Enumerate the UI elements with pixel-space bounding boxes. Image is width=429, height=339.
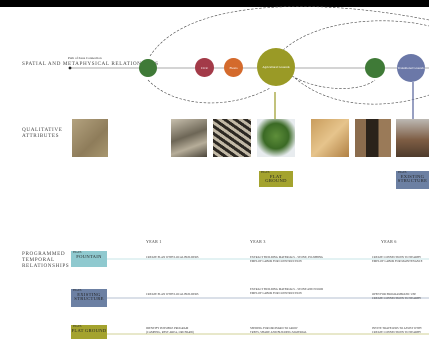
note-flat-y1: IDENTIFY POSSIBLE PROGRAM(CAMPING, REST …	[146, 326, 194, 334]
row-tag-flat-sub: FIG.ES	[73, 325, 82, 328]
tag-existing-title: EXISTING STRUCTURE	[397, 174, 428, 183]
photo-structure-ruin	[396, 119, 429, 157]
node-green-2	[365, 58, 385, 78]
year-label-6: YEAR 6	[381, 239, 397, 244]
row-tag-existing-title: EXISTING STRUCTURE	[74, 292, 104, 301]
note-fountain-y1: CREATE PLAN WITH LOCAL BUILDERS	[146, 255, 199, 259]
row-tag-fountain-sub: FIG.ES	[73, 251, 82, 254]
axis-start-label: Path of Zeus Connection	[68, 56, 102, 60]
arc-2	[279, 20, 429, 54]
node-agricultural-grounds: Agricultural Grounds	[257, 48, 295, 86]
tag-existing-sub: FIG.ES	[398, 171, 407, 174]
tag-flat-ground-title: FLAT GROUND	[265, 174, 287, 183]
node-fiesta: Fiesta	[224, 58, 243, 77]
row-tag-fountain: FIG.ES FOUNTAIN	[71, 251, 107, 267]
section-label-qualitative: QUALITATIVE ATTRIBUTES	[22, 127, 63, 139]
tag-existing-structure: FIG.ES EXISTING STRUCTURE	[396, 171, 429, 189]
section-label-programmed: PROGRAMMED TEMPORAL RELATIONSHIPS	[22, 251, 70, 269]
note-existing-y3: EXTRACT BUILDING MATERIALS - STONE AND W…	[250, 287, 324, 295]
photo-rock-formation	[171, 119, 207, 157]
photo-stone-texture	[72, 119, 108, 157]
note-fountain-y3: EXTRACT BUILDING MATERIALS - STONE, PLUM…	[250, 255, 324, 263]
row-tag-existing-sub: FIG.ES	[73, 289, 82, 292]
tag-flat-ground-sub: FIG.ES	[261, 171, 270, 174]
axis-start-dot	[68, 66, 72, 70]
arc-3	[147, 79, 271, 104]
tag-flat-ground: FIG.ES FLAT GROUND	[259, 171, 293, 187]
arc-1	[149, 6, 429, 57]
top-bar	[0, 0, 429, 7]
node-civic: Civic	[195, 58, 214, 77]
node-transitional-grounds: Transitional Grounds	[397, 54, 425, 82]
arc-5	[291, 75, 376, 89]
photo-stone-window	[355, 119, 391, 157]
row-tag-fountain-title: FOUNTAIN	[76, 254, 102, 259]
section-label-spatial: SPATIAL AND METAPHYSICAL RELATIONSHIPS	[22, 61, 159, 67]
photo-tree-branches	[213, 119, 251, 157]
row-tag-flat-title: FLAT GROUND	[71, 328, 107, 333]
year-label-3: YEAR 3	[250, 239, 266, 244]
photo-tree	[257, 119, 295, 157]
node-green-1	[139, 59, 157, 77]
note-existing-y1: CREATE PLAN WITH LOCAL BUILDERS	[146, 292, 199, 296]
row-tag-flat-ground: FIG.ES FLAT GROUND	[71, 325, 107, 339]
photo-dry-ground	[311, 119, 349, 157]
year-label-1: YEAR 1	[146, 239, 162, 244]
row-tag-existing: FIG.ES EXISTING STRUCTURE	[71, 289, 107, 307]
